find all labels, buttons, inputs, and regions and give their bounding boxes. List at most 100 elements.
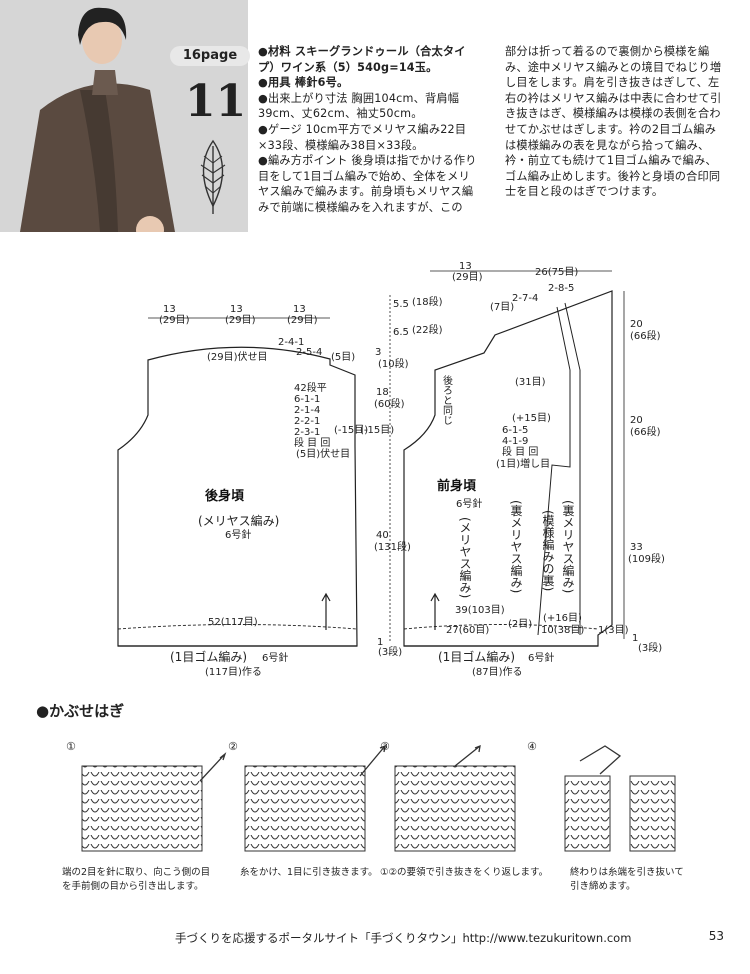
same-as-back: 後ろと同じ (441, 374, 453, 425)
front-rib-rows: (3段) (638, 641, 662, 654)
back-stitch: (メリヤス編み) (198, 513, 279, 528)
front-rows-66a: (66段) (630, 329, 661, 342)
step-1-caption-line2: を手前側の目から引き出します。 (62, 881, 204, 892)
page-tag: 16page (170, 46, 250, 66)
back-rib-height: 1 (377, 637, 383, 648)
front-rows-18: (18段) (412, 295, 443, 308)
front-rib-height: 1 (632, 633, 638, 644)
step-1-num: ① (66, 740, 76, 753)
front-collar-dec-1: 2-8-5 (548, 283, 574, 294)
step-4-num: ④ (527, 740, 537, 753)
front-rows-66b: (66段) (630, 425, 661, 438)
front-inc-rule-1: 4-1-9 (502, 436, 528, 447)
step-4-caption-line1: 終わりは糸端を引き抜いて (570, 867, 684, 878)
step-1-caption: 端の2目を針に取り、向こう側の目 を手前側の目から引き出します。 (62, 866, 210, 894)
front-top-w: 13 (459, 261, 472, 272)
knitting-point: ●編み方ポイント 後身頃は指でかける作り目をして1目ゴム編みで始め、全体をメリヤ… (258, 154, 477, 214)
step-2-caption: 糸をかけ、1目に引き抜きます。 (240, 867, 378, 878)
back-top-rows: (10段) (378, 357, 409, 370)
front-inc-rule-2: 段 目 回 (502, 445, 538, 458)
gauge: ●ゲージ 10cm平方でメリヤス編み22目×33段、模様編み38目×33段。 (258, 122, 467, 152)
back-arm-st-l: (-15目) (334, 425, 368, 436)
instructions-right: 部分は折って着るので裏側から模様を編み、途中メリヤス編みとの境目でねじり増し目を… (505, 44, 727, 200)
arm-dec-0: 42段平 (294, 381, 327, 394)
front-rib-needle: 6号針 (528, 651, 554, 664)
back-width: 52(117目) (208, 617, 258, 628)
back-needle: 6号針 (225, 528, 251, 541)
back-rib-rows: (3段) (378, 645, 402, 658)
front-w-1: 1(3目) (598, 625, 629, 636)
front-needle: 6号針 (456, 497, 482, 510)
back-shoulder-right-st: (29目) (287, 315, 318, 326)
front-stitch-2: (裏メリヤス編み) (509, 500, 523, 593)
back-neck-st: (29目) (225, 315, 256, 326)
front-collar-dec-2: 2-7-4 (512, 293, 538, 304)
back-title: 後身頃 (205, 488, 245, 504)
arm-dec-2: 2-1-4 (294, 405, 320, 416)
kabuse-illustrations (81, 744, 676, 852)
front-inc-rule-0: 6-1-5 (502, 425, 528, 436)
back-shoulder-dec-1: 2-4-1 (278, 337, 304, 348)
back-shoulder-left-st: (29目) (159, 315, 190, 326)
front-inc-16: (+16目) (543, 613, 582, 624)
front-rows-109: (109段) (628, 552, 665, 565)
back-shoulder-dec-2: 2-5-4 (296, 347, 322, 358)
model-photo (0, 0, 248, 232)
step-illustration-2 (244, 744, 386, 852)
front-h-65: 6.5 (393, 327, 409, 338)
step-3-caption: ①②の要領で引き抜きをくり返します。 (380, 867, 549, 878)
arm-dec-3: 2-2-1 (294, 416, 320, 427)
arm-dec-1: 6-1-1 (294, 394, 320, 405)
kabuse-heading: ●かぶせはぎ (36, 702, 125, 720)
front-st-31: (31目) (515, 377, 546, 388)
step-3-num: ③ (380, 740, 390, 753)
front-st-2: (2目) (508, 619, 532, 630)
pattern-number: 11 (185, 76, 247, 127)
arm-dec-4: 2-3-1 (294, 427, 320, 438)
tools: ●用具 棒針6号。 (258, 76, 349, 90)
front-rib-cast: (87目)作る (472, 666, 523, 678)
front-stitch-3: (模様編みの裏) (541, 510, 555, 591)
front-h-20b: 20 (630, 415, 643, 426)
front-rows-22: (22段) (412, 323, 443, 336)
front-stitch-1: (メリヤス編み) (458, 517, 472, 598)
back-shoulder-st: (5目) (331, 352, 355, 363)
front-rib-label: (1目ゴム編み) (438, 649, 515, 664)
back-shoulder-left: 13 (163, 304, 176, 315)
back-arm-bindoff: (5目)伏せ目 (296, 447, 350, 460)
front-top-w-st: (29目) (452, 272, 483, 283)
back-rib-cast: (117目)作る (205, 666, 262, 678)
front-h-20a: 20 (630, 319, 643, 330)
leaf-icon (190, 138, 236, 220)
back-rib-label: (1目ゴム編み) (170, 649, 247, 664)
front-w-27: 27(60目) (446, 625, 489, 636)
back-arm-st-r: (-15目) (360, 425, 394, 436)
back-arm-height: 18 (376, 387, 389, 398)
step-4-caption: 終わりは糸端を引き抜いて 引き締めます。 (570, 866, 684, 894)
step-illustration-1 (81, 752, 227, 852)
front-w-39: 39(103目) (455, 605, 505, 616)
knitting-point-cont: 部分は折って着るので裏側から模様を編み、途中メリヤス編みとの境目でねじり増し目を… (505, 45, 722, 199)
front-inc-label: (1目)増し目 (496, 457, 550, 470)
front-h-55: 5.5 (393, 299, 409, 310)
back-rib-needle: 6号針 (262, 651, 288, 664)
instructions-left: ●材料 スキーグランドゥール（合太タイプ）ワイン系（5）540g=14玉。 ●用… (258, 44, 478, 216)
page-number: 53 (708, 929, 724, 943)
front-stitch-4: (裏メリヤス編み) (561, 500, 575, 593)
back-arm-rows: (60段) (374, 397, 405, 410)
pattern-diagram: 13 (29目) 13 (29目) 13 (29目) (29目)伏せ目 2-4-… (117, 261, 665, 678)
back-top-height: 3 (375, 347, 381, 358)
step-illustration-4 (564, 745, 676, 852)
front-collar-w: 26(75目) (535, 267, 578, 278)
step-2-num: ② (228, 740, 238, 753)
front-collar-st: (7目) (490, 302, 514, 313)
step-1-caption-line1: 端の2目を針に取り、向こう側の目 (62, 867, 211, 878)
back-side-height: 40 (376, 530, 389, 541)
footer-text: 手づくりを応援するポータルサイト「手づくりタウン」http://www.tezu… (175, 931, 632, 945)
front-title: 前身頃 (437, 478, 477, 494)
arm-dec-5: 段 目 回 (294, 436, 330, 449)
finished-size: ●出来上がり寸法 胸囲104cm、背肩幅39cm、丈62cm、袖丈50cm。 (258, 91, 460, 121)
front-h-33: 33 (630, 542, 643, 553)
front-inc-15: (+15目) (512, 413, 551, 424)
back-side-rows: (131段) (374, 540, 411, 553)
